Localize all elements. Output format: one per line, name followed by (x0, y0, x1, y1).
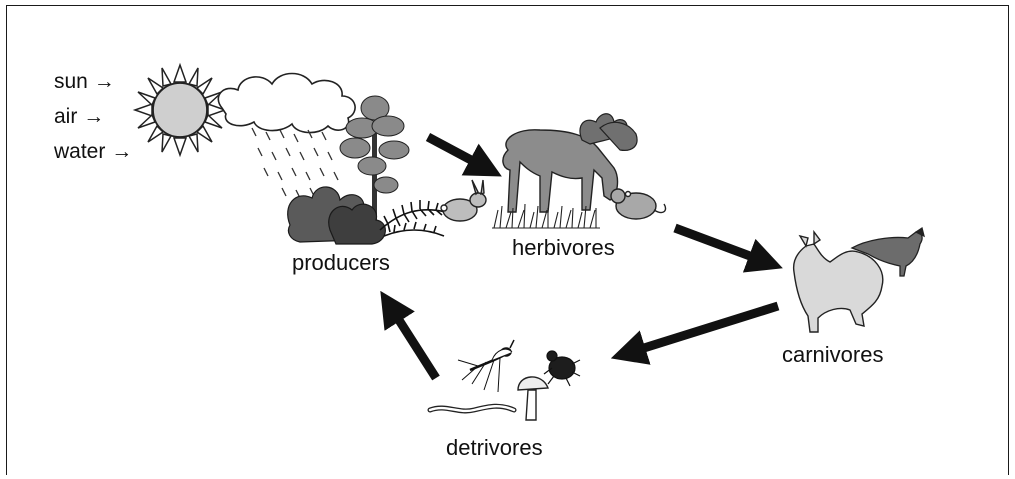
label-producers: producers (292, 250, 390, 275)
bird-icon (850, 226, 925, 277)
arrow-detrivores-to-producers (380, 290, 440, 381)
input-water-arrow: → (111, 140, 133, 163)
mushroom-icon (517, 376, 549, 421)
input-sun-arrow: → (93, 70, 115, 93)
grass-icon (492, 203, 600, 229)
mosquito-icon (457, 339, 515, 393)
input-air: air → (54, 105, 104, 129)
input-air-label: air (54, 105, 78, 128)
input-sun: sun → (54, 70, 115, 94)
mouse-icon (610, 188, 667, 220)
rabbit-icon (440, 179, 487, 222)
wolf-icon (792, 229, 884, 333)
sun-icon (132, 62, 228, 158)
flow-arrows (380, 133, 783, 381)
tree-icon (339, 95, 410, 240)
label-herbivores: herbivores (512, 235, 615, 260)
cloud-icon (217, 72, 356, 134)
beetle-icon (543, 350, 581, 387)
arrow-carnivores-to-detrivores (610, 301, 780, 365)
input-air-arrow: → (83, 105, 105, 128)
worm-body-highlight (428, 405, 516, 413)
label-detrivores: detrivores (446, 435, 543, 460)
label-carnivores: carnivores (782, 342, 884, 367)
fern-icon (379, 200, 447, 237)
arrow-producers-to-herbivores (425, 133, 502, 177)
input-sun-label: sun (54, 70, 88, 93)
moose-icon (502, 113, 638, 213)
arrow-herbivores-to-carnivores (673, 223, 783, 273)
shrub-icon (287, 186, 386, 245)
diagram-frame (6, 5, 1009, 475)
input-water-label: water (54, 140, 106, 163)
input-water: water → (54, 140, 132, 164)
